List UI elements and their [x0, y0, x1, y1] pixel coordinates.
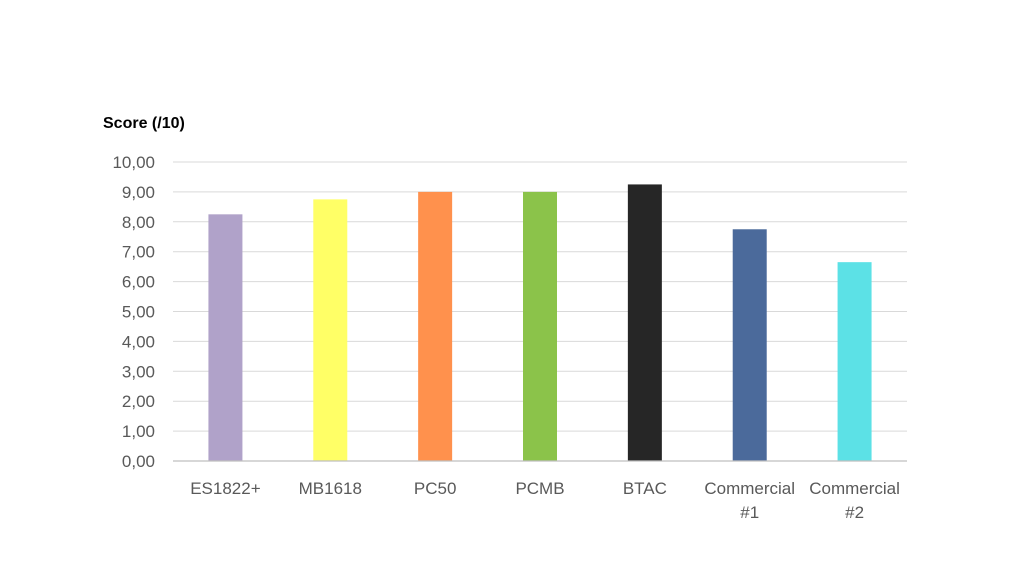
y-tick-label: 9,00	[122, 183, 155, 202]
bar	[837, 262, 872, 461]
y-tick-label: 3,00	[122, 362, 155, 381]
y-tick-label: 2,00	[122, 392, 155, 411]
y-tick-label: 7,00	[122, 243, 155, 262]
x-category-label: #1	[740, 503, 759, 522]
y-tick-label: 6,00	[122, 273, 155, 292]
y-tick-label: 4,00	[122, 332, 155, 351]
bar	[313, 199, 348, 461]
y-tick-label: 0,00	[122, 452, 155, 471]
x-category-label: BTAC	[623, 479, 667, 498]
bar	[208, 214, 243, 461]
x-category-label: ES1822+	[190, 479, 260, 498]
y-tick-label: 1,00	[122, 422, 155, 441]
x-category-label: Commercial	[809, 479, 900, 498]
bars	[208, 184, 872, 462]
y-tick-label: 10,00	[112, 153, 155, 172]
x-category-label: PC50	[414, 479, 457, 498]
x-category-label: Commercial	[704, 479, 795, 498]
y-axis-title: Score (/10)	[103, 115, 185, 132]
y-tick-label: 8,00	[122, 213, 155, 232]
x-category-label: MB1618	[299, 479, 362, 498]
bar	[523, 191, 557, 461]
y-tick-labels: 0,00 1,00 2,00 3,00 4,00 5,00 6,00 7,00 8,00 9,00…	[112, 153, 155, 471]
x-category-label: #2	[845, 503, 864, 522]
bar	[418, 191, 453, 461]
y-tick-label: 5,00	[122, 303, 155, 322]
bar	[627, 184, 662, 462]
x-category-labels: ES1822+ MB1618 PC50 PCMB BTAC Commercial #1 Com…	[190, 479, 900, 522]
x-category-label: PCMB	[515, 479, 564, 498]
bar	[732, 229, 767, 461]
